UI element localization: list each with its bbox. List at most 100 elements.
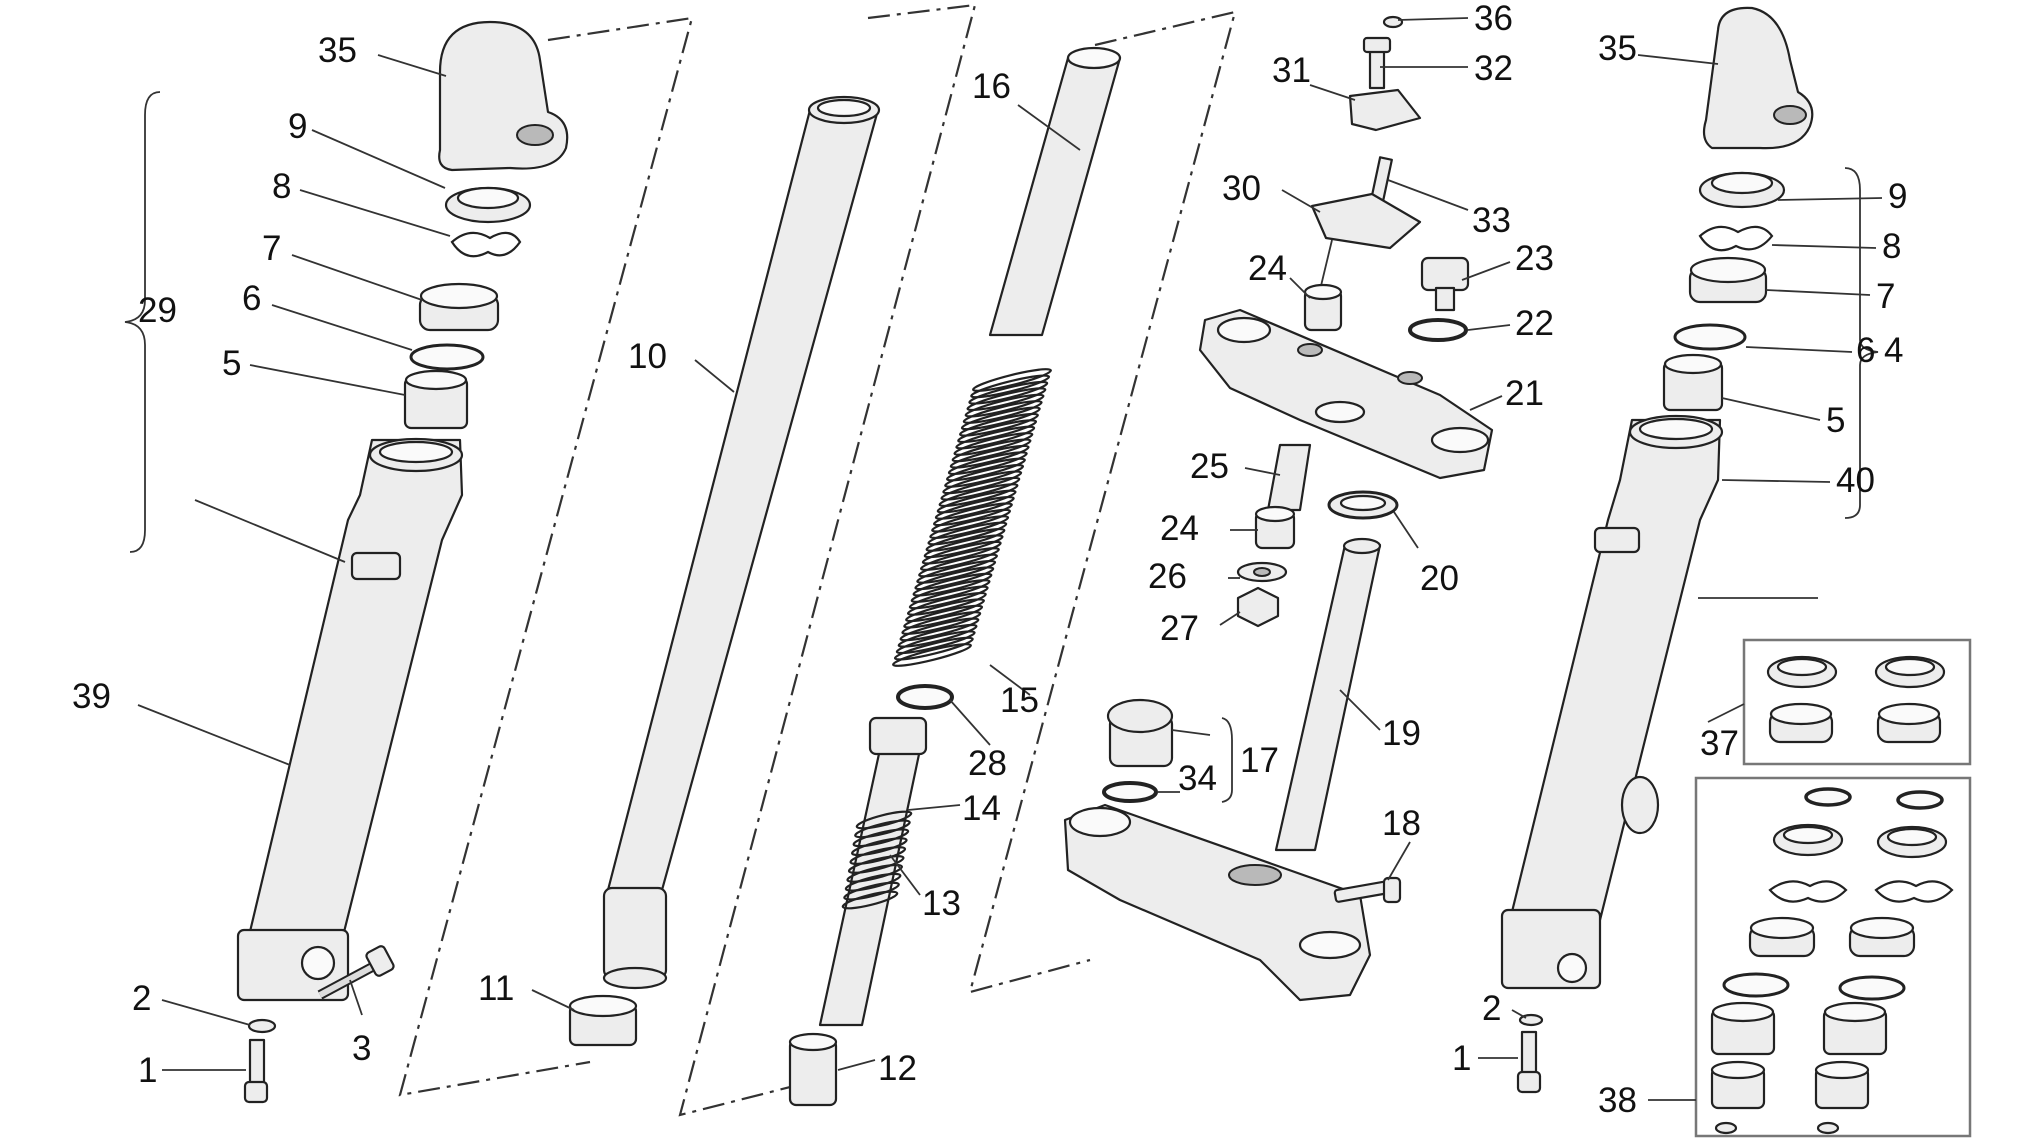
callout: 13 xyxy=(922,884,961,923)
spring-coil xyxy=(953,432,1034,456)
spring-coil xyxy=(893,636,974,661)
callout: 14 xyxy=(962,789,1001,828)
callout: 8 xyxy=(272,167,291,206)
callout: 4 xyxy=(1884,331,1903,370)
rod-coil xyxy=(851,837,908,857)
callout: 36 xyxy=(1474,0,1513,38)
kit-37-box xyxy=(1742,638,1972,766)
spring-coil xyxy=(895,630,976,655)
callout: 6 xyxy=(242,279,261,318)
spring-coil xyxy=(972,368,1052,392)
spring-coil xyxy=(959,412,1039,437)
callout-numbers: 35 9 8 7 29 6 5 39 2 1 3 10 11 16 15 28 … xyxy=(72,0,1907,1120)
callout: 40 xyxy=(1836,461,1875,500)
spring-coil xyxy=(908,585,989,610)
callout: 23 xyxy=(1515,239,1554,278)
callout: 22 xyxy=(1515,304,1554,343)
spring-coil xyxy=(962,400,1043,424)
callout: 8 xyxy=(1882,227,1901,266)
spring-coil xyxy=(936,489,1017,514)
spring-coil xyxy=(957,419,1038,444)
spring-coil xyxy=(918,553,998,578)
callout: 28 xyxy=(968,744,1007,783)
spring-coil xyxy=(931,508,1012,533)
callout: 7 xyxy=(262,229,281,268)
spring-coil xyxy=(942,470,1023,495)
callout: 30 xyxy=(1222,169,1261,208)
spring-coil xyxy=(919,547,1000,571)
callout: 35 xyxy=(1598,29,1637,68)
steering-assembly xyxy=(1063,15,1494,1002)
callout: 26 xyxy=(1148,557,1187,596)
callout: 7 xyxy=(1876,277,1895,316)
spring-coil xyxy=(921,540,1002,565)
callout: 27 xyxy=(1160,609,1199,648)
callout: 24 xyxy=(1160,509,1199,548)
callout: 29 xyxy=(138,291,177,330)
callout: 17 xyxy=(1240,741,1279,780)
rod-coil xyxy=(846,863,903,883)
callout: 6 xyxy=(1856,331,1875,370)
spring-coil xyxy=(947,451,1028,476)
callout: 39 xyxy=(72,677,111,716)
spring-coil xyxy=(906,591,987,616)
spring-coil xyxy=(912,572,993,597)
callout: 24 xyxy=(1248,249,1287,288)
callout: 34 xyxy=(1178,759,1217,798)
spring-coil xyxy=(944,464,1025,488)
callout: 38 xyxy=(1598,1081,1637,1120)
dashed-outlines xyxy=(398,3,1237,1117)
callout: 3 xyxy=(352,1029,371,1068)
callout: 5 xyxy=(222,344,241,383)
rod-coil xyxy=(854,819,911,839)
callout: 21 xyxy=(1505,374,1544,413)
callout: 19 xyxy=(1382,714,1421,753)
callout: 33 xyxy=(1472,201,1511,240)
rod-coil xyxy=(847,855,905,874)
spring-coil xyxy=(955,425,1036,450)
spring-coil xyxy=(925,527,1006,552)
spring-coil xyxy=(960,406,1041,431)
callout: 12 xyxy=(878,1049,917,1088)
rod-coil xyxy=(849,846,907,865)
spring-coil xyxy=(932,502,1013,527)
spring-coil xyxy=(964,393,1045,418)
rod-coil xyxy=(852,828,910,848)
callout: 5 xyxy=(1826,401,1845,440)
spring-coil xyxy=(940,476,1021,501)
spring-coil xyxy=(899,617,980,642)
spring-coil xyxy=(951,438,1032,463)
kit-38-box xyxy=(1694,776,1972,1138)
spring-coil xyxy=(901,611,982,635)
spring-coil xyxy=(927,521,1008,546)
rod-coil xyxy=(844,872,902,892)
callout: 16 xyxy=(972,67,1011,106)
callout: 32 xyxy=(1474,49,1513,88)
leader-lines xyxy=(124,17,1883,1101)
callout: 1 xyxy=(1452,1039,1471,1078)
rod-coil xyxy=(841,890,899,910)
spring-damper xyxy=(788,46,1122,1107)
spring-coil xyxy=(946,457,1026,482)
callout: 11 xyxy=(478,969,514,1008)
spring-coil xyxy=(966,387,1047,412)
callout: 9 xyxy=(1888,177,1907,216)
callout: 2 xyxy=(1482,989,1501,1028)
callout: 15 xyxy=(1000,681,1039,720)
spring-coil xyxy=(923,534,1004,559)
callout: 1 xyxy=(138,1051,157,1090)
callout: 35 xyxy=(318,31,357,70)
callout: 31 xyxy=(1272,51,1311,90)
spring-coil xyxy=(892,643,972,667)
spring-coil xyxy=(914,566,995,591)
spring-coil xyxy=(903,604,984,629)
spring-coil xyxy=(916,559,997,584)
spring-coil xyxy=(897,623,978,648)
callout: 37 xyxy=(1700,724,1739,763)
callout: 10 xyxy=(628,337,667,376)
left-fork-leg xyxy=(236,20,569,1104)
spring-coil xyxy=(934,495,1015,520)
callout: 9 xyxy=(288,107,307,146)
inner-tube xyxy=(568,95,881,1047)
